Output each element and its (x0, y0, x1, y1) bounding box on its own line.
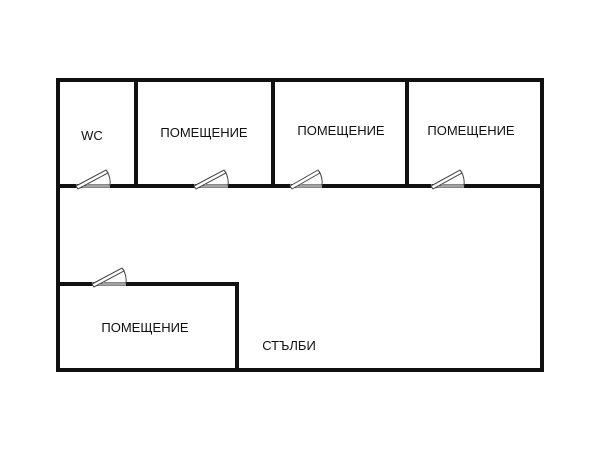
room-label-wc: WC (81, 128, 103, 143)
room-label-1: ПОМЕЩЕНИЕ (160, 125, 248, 140)
room-label-3: ПОМЕЩЕНИЕ (427, 123, 515, 138)
door-room-1 (193, 169, 229, 190)
door-room-2 (289, 169, 323, 190)
door-room-3 (430, 169, 465, 190)
door-wc (75, 169, 111, 190)
room-label-stairs: СТЪЛБИ (262, 338, 316, 353)
room-label-4: ПОМЕЩЕНИЕ (101, 320, 189, 335)
outer-wall (56, 78, 544, 372)
door-room-4 (91, 267, 127, 288)
room-label-2: ПОМЕЩЕНИЕ (297, 123, 385, 138)
